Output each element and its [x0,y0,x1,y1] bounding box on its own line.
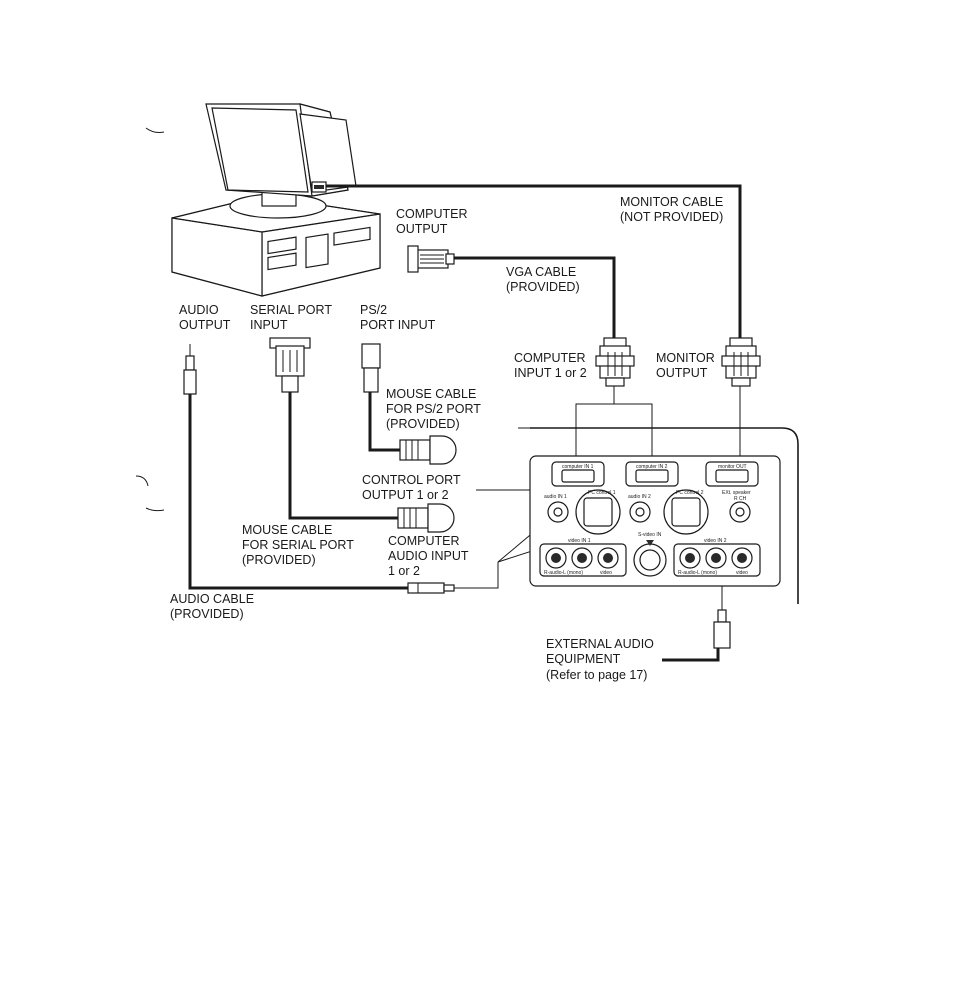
serial-mouse-cable-plug [397,503,455,533]
monitor-output-connector [721,337,761,387]
panel-label-r-audio-l-2: R-audio-L (mono) [678,570,717,576]
ps2-mouse-cable-plug [399,435,457,465]
ps2-mouse-cable [368,392,400,452]
ps2-connector [361,343,381,393]
panel-label-monitor-out: monitor OUT [718,464,747,470]
panel-label-video-2: video [736,570,748,576]
label-control-port-output: CONTROL PORT OUTPUT 1 or 2 [362,473,464,502]
label-serial-port-input: SERIAL PORT INPUT [250,303,335,332]
computer-input-connector [595,337,635,387]
monitor-cable [326,184,742,338]
scan-mark [145,507,165,512]
label-computer-output: COMPUTER OUTPUT [396,207,471,236]
projector-rear-panel: computer IN 1 computer IN 2 monitor OUT … [529,427,799,604]
computer-illustration [171,103,381,297]
audio-cable [188,394,408,590]
audio-output-plug [183,344,197,395]
scan-mark [135,475,149,487]
panel-label-audio-in-2: audio IN 2 [628,494,651,500]
serial-mouse-cable [288,392,398,520]
serial-port-connector [269,337,311,393]
label-external-audio: EXTERNAL AUDIO EQUIPMENT (Refer to page … [546,637,657,682]
panel-label-video-1: video [600,570,612,576]
panel-label-video-in-1: video IN 1 [568,538,591,544]
label-mouse-cable-serial: MOUSE CABLE FOR SERIAL PORT (PROVIDED) [242,523,357,567]
vga-cable [452,256,616,338]
label-vga-cable: VGA CABLE (PROVIDED) [506,265,580,294]
panel-label-r-ch: R CH [734,496,747,502]
panel-label-computer-in-2: computer IN 2 [636,464,668,470]
computer-output-connector [407,245,455,273]
label-audio-output: AUDIO OUTPUT [179,303,231,332]
label-audio-cable: AUDIO CABLE (PROVIDED) [170,592,258,621]
panel-label-audio-in-1: audio IN 1 [544,494,567,500]
scan-mark [145,127,165,133]
panel-label-pc-control-1: PC control 1 [588,490,616,496]
panel-label-video-in-2: video IN 2 [704,538,727,544]
label-computer-audio-input: COMPUTER AUDIO INPUT 1 or 2 [388,534,472,578]
audio-cable-plug [407,582,466,594]
label-monitor-cable: MONITOR CABLE (NOT PROVIDED) [620,195,727,224]
external-audio-plug [713,609,731,649]
panel-label-r-audio-l-1: R-audio-L (mono) [544,570,583,576]
panel-label-computer-in-1: computer IN 1 [562,464,594,470]
label-monitor-output: MONITOR OUTPUT [656,351,718,380]
panel-label-s-video-in: S-video IN [638,532,662,538]
label-mouse-cable-ps2: MOUSE CABLE FOR PS/2 PORT (PROVIDED) [386,387,484,431]
label-ps2-port-input: PS/2 PORT INPUT [360,303,436,332]
panel-label-ext-speaker: EXt. speaker [722,490,751,496]
panel-label-pc-control-2: PC control 2 [676,490,704,496]
label-computer-input: COMPUTER INPUT 1 or 2 [514,351,589,380]
